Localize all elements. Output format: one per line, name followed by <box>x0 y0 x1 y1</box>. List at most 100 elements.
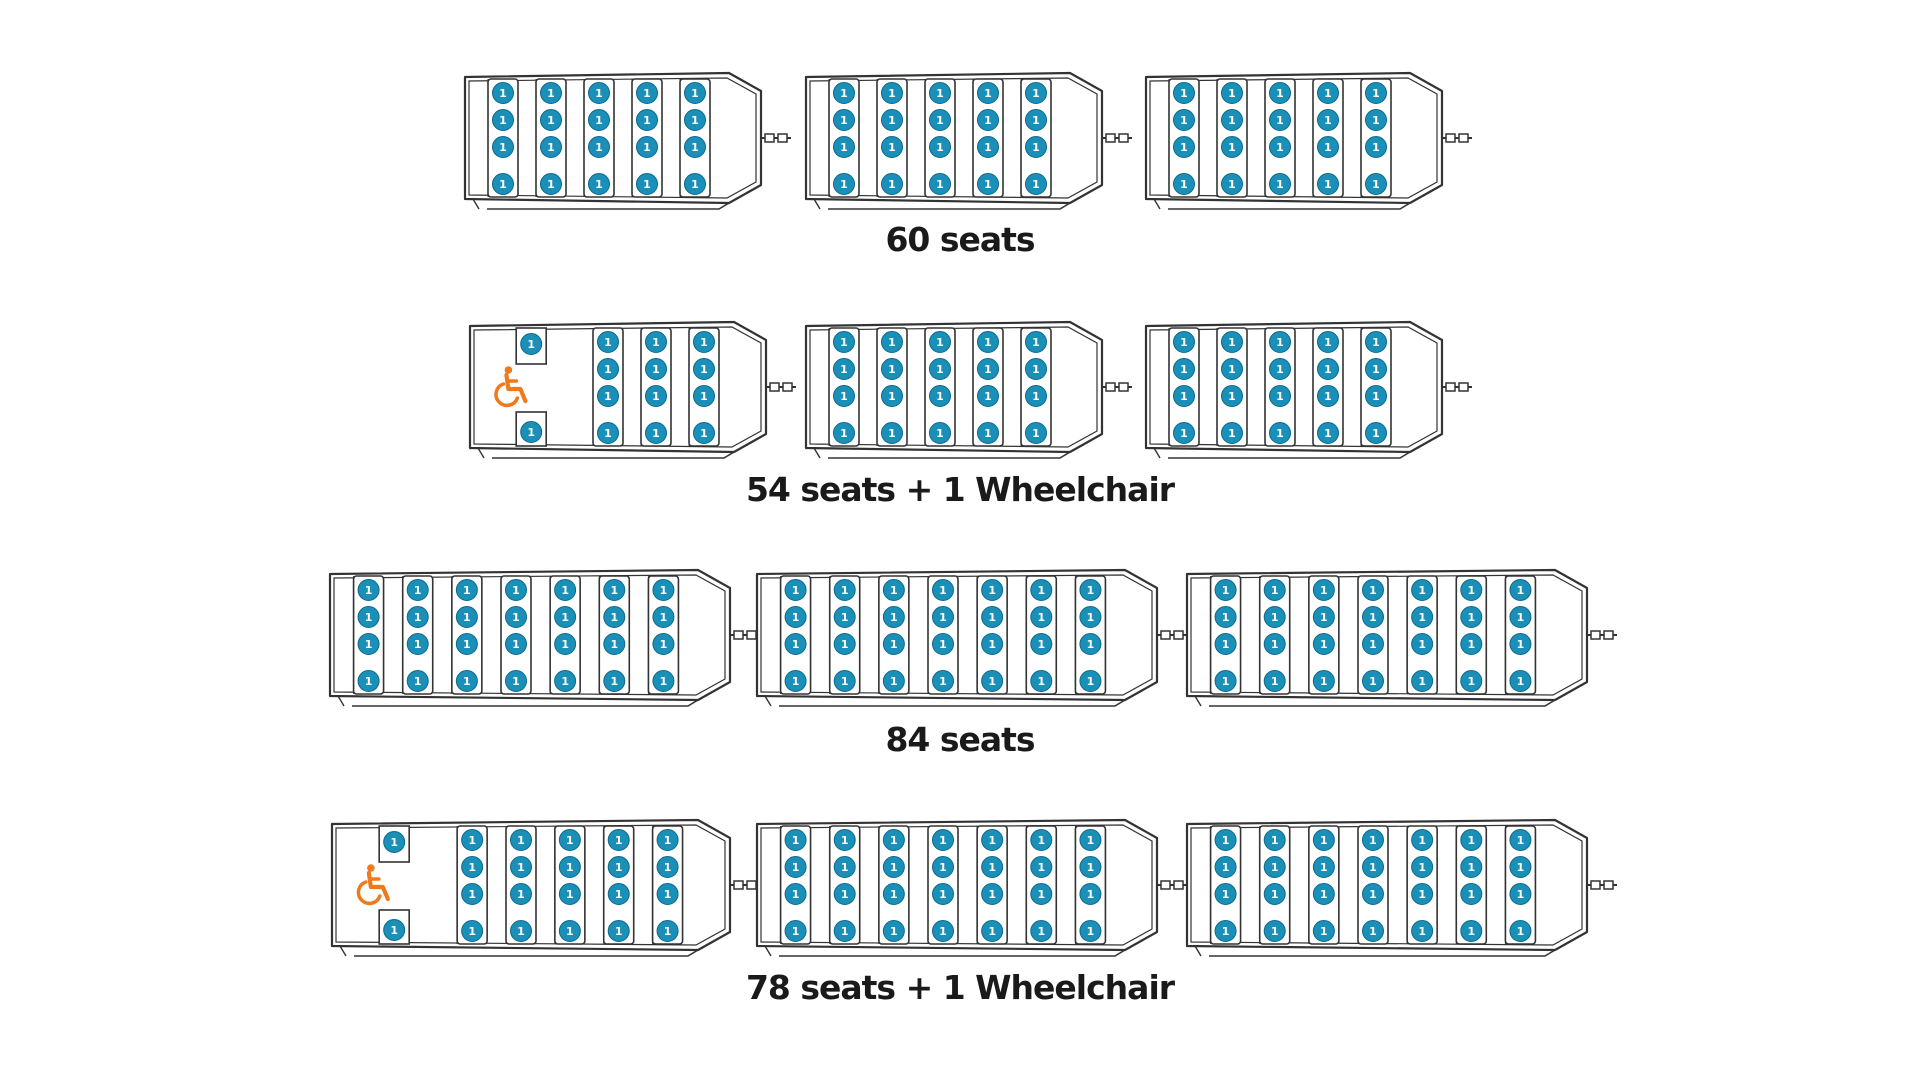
seat-number: 1 <box>643 178 651 191</box>
seat: 1 <box>597 358 619 380</box>
seat: 1 <box>1460 633 1483 655</box>
carriage-inner <box>1190 574 1583 696</box>
seat: 1 <box>1079 633 1102 655</box>
seat-number: 1 <box>643 141 651 154</box>
seat-number: 1 <box>664 925 672 938</box>
seat-number: 1 <box>1180 390 1188 403</box>
seat-number: 1 <box>615 834 623 847</box>
seat: 1 <box>1030 856 1053 878</box>
seat: 1 <box>1221 385 1243 407</box>
seat-circle <box>881 82 903 104</box>
seat: 1 <box>1411 670 1434 692</box>
seat-circle <box>1312 606 1335 628</box>
seat-circle <box>607 856 630 878</box>
seat-circle <box>833 82 855 104</box>
seat-circle <box>1365 173 1387 195</box>
seat-circle <box>929 358 951 380</box>
seat: 1 <box>520 421 543 443</box>
seat-number: 1 <box>1369 834 1377 847</box>
seat-number: 1 <box>1271 584 1279 597</box>
seat-circle <box>1030 670 1053 692</box>
seat: 1 <box>588 173 610 195</box>
seat-circle <box>1263 670 1286 692</box>
seat-circle <box>1030 829 1053 851</box>
seat-circle <box>1025 331 1047 353</box>
seat-number: 1 <box>1032 141 1040 154</box>
seat-circle <box>1269 331 1291 353</box>
seat-number: 1 <box>1276 363 1284 376</box>
seat-circle <box>1411 856 1434 878</box>
seat-number: 1 <box>1517 925 1525 938</box>
seat-circle <box>1214 633 1237 655</box>
seat-number: 1 <box>988 611 996 624</box>
seat-number: 1 <box>512 584 520 597</box>
seat: 1 <box>833 920 856 942</box>
carriage-wheel-guard <box>1194 945 1202 957</box>
seat-number: 1 <box>652 427 660 440</box>
seat-circle <box>1025 173 1047 195</box>
seat-number: 1 <box>792 675 800 688</box>
seat: 1 <box>881 358 903 380</box>
seat-number: 1 <box>1228 336 1236 349</box>
seat: 1 <box>1173 422 1195 444</box>
seat: 1 <box>1317 358 1339 380</box>
seat-circle <box>1269 422 1291 444</box>
seat-circle <box>932 606 954 628</box>
seat: 1 <box>357 606 380 628</box>
seat: 1 <box>932 633 954 655</box>
seat-number: 1 <box>512 675 520 688</box>
seat-circle <box>1411 670 1434 692</box>
seat-circle <box>554 633 577 655</box>
seat: 1 <box>603 633 626 655</box>
seat-number: 1 <box>792 834 800 847</box>
seat: 1 <box>833 829 856 851</box>
seat-circle <box>882 633 905 655</box>
seat-number: 1 <box>1087 888 1095 901</box>
seat-circle <box>929 422 951 444</box>
seat-circle <box>1173 109 1195 131</box>
coupling-hitch <box>1102 382 1132 392</box>
seat: 1 <box>1312 579 1335 601</box>
seat: 1 <box>932 883 954 905</box>
seat: 1 <box>693 385 715 407</box>
seat-circle <box>833 883 856 905</box>
hitch-block <box>733 630 744 640</box>
seat-circle <box>597 422 619 444</box>
seat: 1 <box>1173 173 1195 195</box>
seat-number: 1 <box>643 114 651 127</box>
coupling-hitch <box>1587 630 1617 640</box>
seat-number: 1 <box>1087 834 1095 847</box>
carriage-wheel-guard <box>1153 198 1161 210</box>
seat: 1 <box>1221 173 1243 195</box>
seat-circle <box>1263 883 1286 905</box>
seat-number: 1 <box>1180 141 1188 154</box>
seat-number: 1 <box>1320 888 1328 901</box>
seat: 1 <box>1460 856 1483 878</box>
seat-circle <box>652 606 675 628</box>
carriage-inner <box>809 326 1098 448</box>
seat-circle <box>1509 883 1532 905</box>
seat-circle <box>1460 670 1483 692</box>
seat-circle <box>1030 606 1053 628</box>
seat-number: 1 <box>939 834 947 847</box>
seat-circle <box>1173 331 1195 353</box>
seat-number: 1 <box>841 675 849 688</box>
wheelchair-icon-head <box>367 864 375 872</box>
seat: 1 <box>1509 606 1532 628</box>
seat: 1 <box>357 670 380 692</box>
seat-circle <box>784 633 807 655</box>
seat-number: 1 <box>840 141 848 154</box>
wheelchair-icon-wheel <box>494 382 520 408</box>
seat-number: 1 <box>1320 834 1328 847</box>
seat-number: 1 <box>890 861 898 874</box>
seat-circle <box>1362 920 1384 942</box>
seat-circle <box>357 670 380 692</box>
seat-number: 1 <box>984 336 992 349</box>
seat-number: 1 <box>700 363 708 376</box>
seat: 1 <box>784 883 807 905</box>
seat-number: 1 <box>1228 114 1236 127</box>
seat: 1 <box>505 633 527 655</box>
seat-number: 1 <box>1320 861 1328 874</box>
